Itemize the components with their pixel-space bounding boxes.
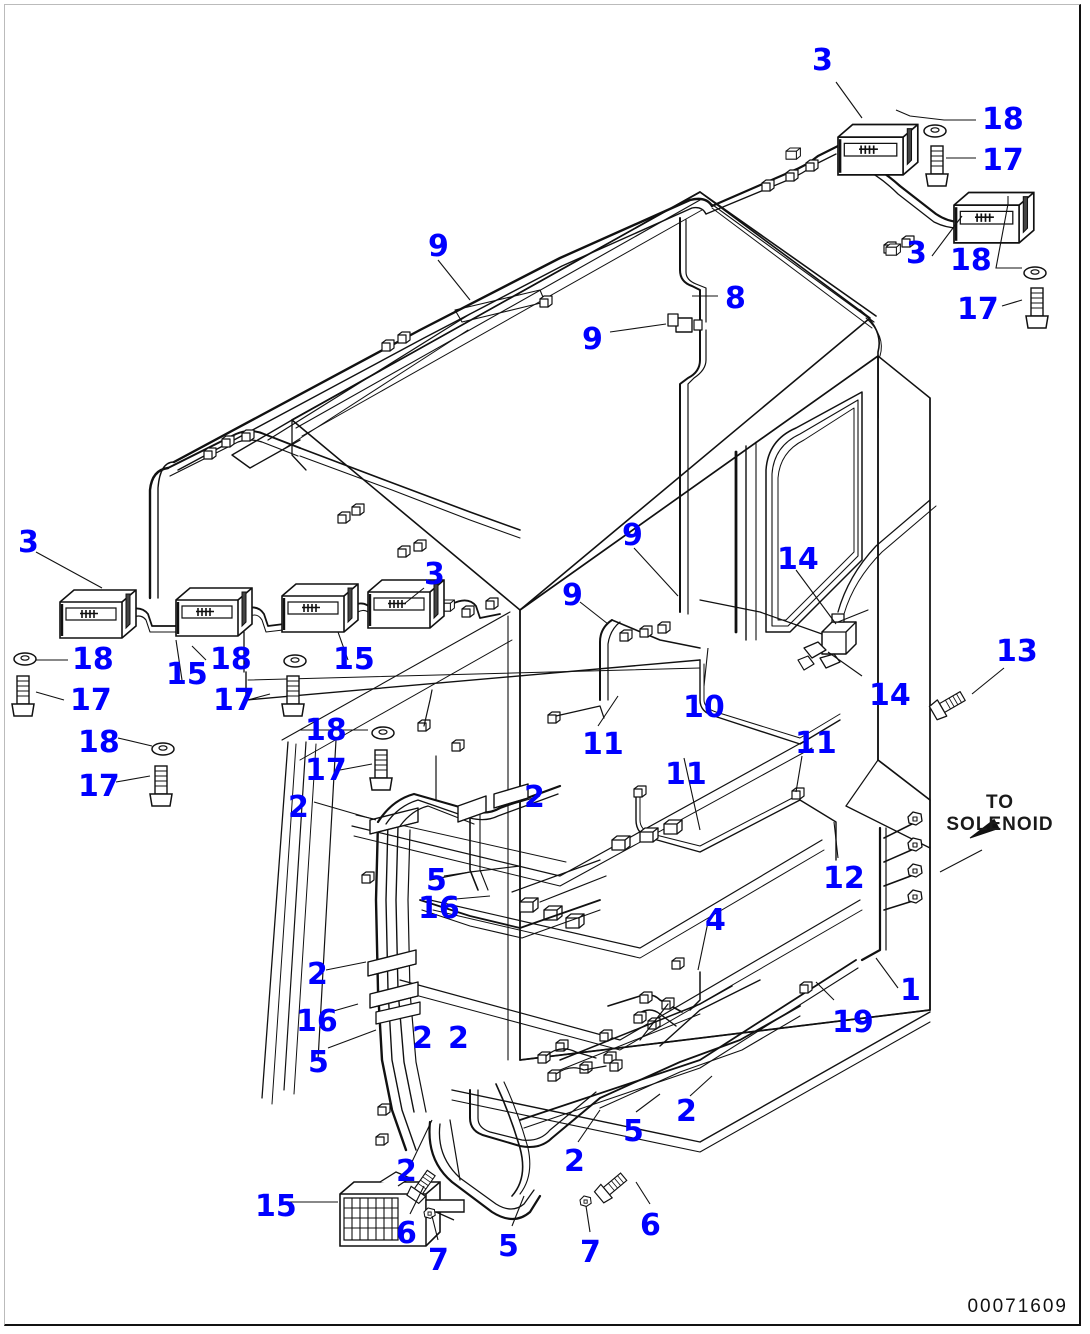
callout-6: 6 (640, 1208, 661, 1243)
to-solenoid-note: TO SOLENOID (946, 792, 1053, 836)
callout-16: 16 (296, 1004, 338, 1039)
callout-1: 1 (900, 973, 921, 1008)
callout-7: 7 (428, 1243, 449, 1278)
callout-17: 17 (70, 683, 112, 718)
lamp-unit (836, 123, 920, 177)
lamp-unit (58, 588, 138, 640)
callout-9: 9 (562, 578, 583, 613)
callout-14: 14 (869, 678, 911, 713)
callout-14: 14 (777, 542, 819, 577)
callout-9: 9 (622, 518, 643, 553)
callout-2: 2 (307, 957, 328, 992)
callout-15: 15 (166, 657, 208, 692)
callout-17: 17 (78, 769, 120, 804)
callout-15: 15 (255, 1189, 297, 1224)
callout-13: 13 (996, 634, 1038, 669)
callout-3: 3 (906, 236, 927, 271)
callout-17: 17 (213, 683, 255, 718)
callout-2: 2 (524, 780, 545, 815)
callout-2: 2 (676, 1094, 697, 1129)
callout-19: 19 (832, 1005, 874, 1040)
leader-lines (35, 81, 1023, 1241)
callout-3: 3 (812, 43, 833, 78)
to-solenoid-line1: TO (985, 792, 1015, 813)
callout-3: 3 (424, 557, 445, 592)
callout-18: 18 (210, 642, 252, 677)
callout-17: 17 (305, 753, 347, 788)
callout-18: 18 (982, 102, 1024, 137)
callout-11: 11 (665, 757, 707, 792)
callout-2: 2 (448, 1021, 469, 1056)
callout-5: 5 (623, 1114, 644, 1149)
callout-11: 11 (795, 726, 837, 761)
callout-10: 10 (683, 690, 725, 725)
callout-7: 7 (580, 1235, 601, 1270)
callout-8: 8 (725, 281, 746, 316)
callout-2: 2 (564, 1144, 585, 1179)
callout-9: 9 (428, 229, 449, 264)
callout-17: 17 (982, 143, 1024, 178)
callout-5: 5 (426, 863, 447, 898)
callout-9: 9 (582, 322, 603, 357)
callout-5: 5 (498, 1229, 519, 1264)
callout-3: 3 (18, 525, 39, 560)
callout-11: 11 (582, 727, 624, 762)
lamp-unit (280, 582, 360, 634)
callout-6: 6 (396, 1216, 417, 1251)
callout-17: 17 (957, 292, 999, 327)
callout-18: 18 (72, 642, 114, 677)
callout-2: 2 (288, 790, 309, 825)
callout-15: 15 (333, 642, 375, 677)
callout-12: 12 (823, 861, 865, 896)
callout-18: 18 (305, 713, 347, 748)
callout-4: 4 (705, 903, 726, 938)
callout-18: 18 (78, 725, 120, 760)
lamp-unit (174, 586, 254, 638)
to-solenoid-arrow (969, 818, 1000, 839)
callout-5: 5 (308, 1045, 329, 1080)
lamp-unit (952, 191, 1036, 245)
callout-2: 2 (412, 1021, 433, 1056)
to-solenoid-line2: SOLENOID (946, 813, 1054, 835)
callout-16: 16 (418, 891, 460, 926)
callout-2: 2 (396, 1154, 417, 1189)
callout-18: 18 (950, 243, 992, 278)
drawing-number: 00071609 (967, 1296, 1068, 1317)
